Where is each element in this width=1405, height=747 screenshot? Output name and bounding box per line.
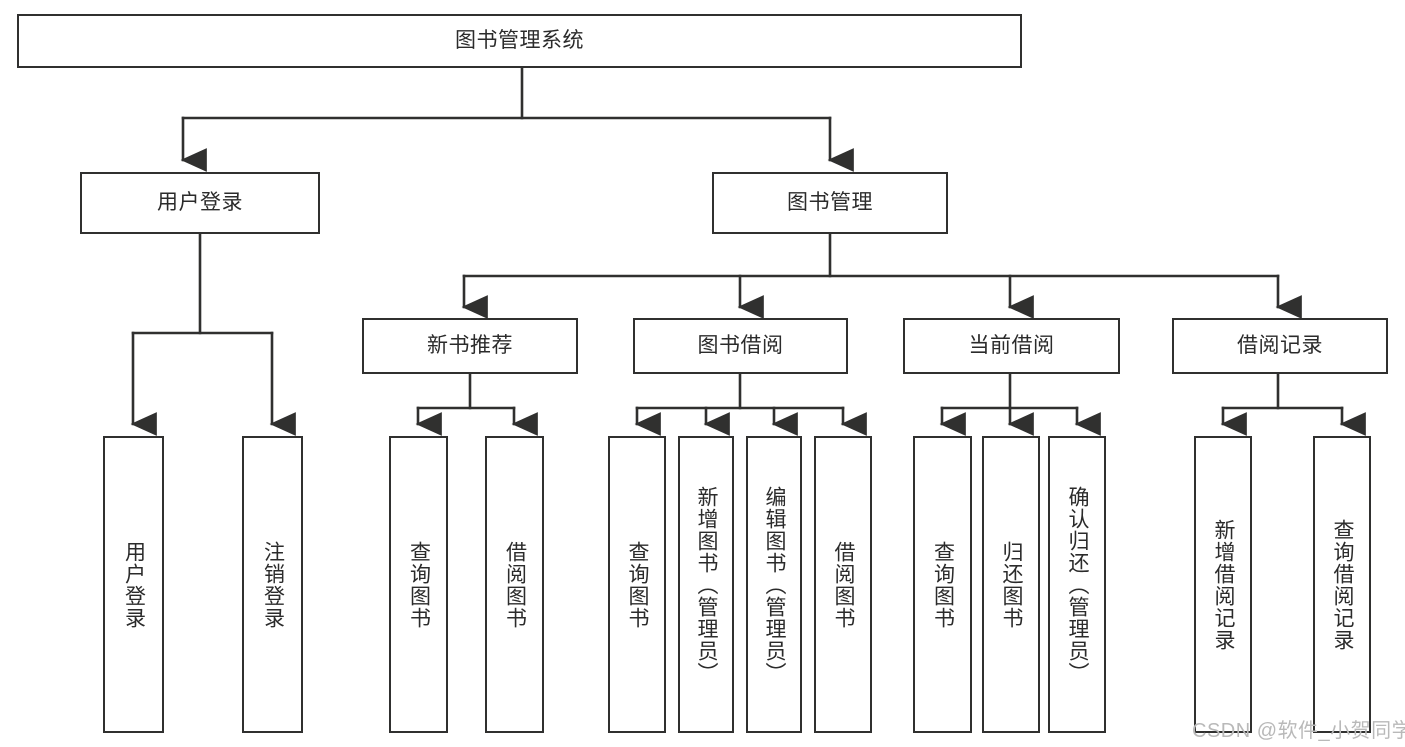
leaf-add-book-admin[interactable]: 新增图书（管理员） [678, 436, 734, 733]
leaf-return-book[interactable]: 归还图书 [982, 436, 1040, 733]
node-label: 编辑图书（管理员） [763, 485, 787, 684]
node-label: 查询图书 [626, 540, 650, 629]
node-label: 图书管理 [787, 190, 873, 214]
leaf-add-borrow-record[interactable]: 新增借阅记录 [1194, 436, 1252, 733]
node-label: 借阅记录 [1237, 333, 1323, 357]
node-new-book-recommend[interactable]: 新书推荐 [362, 318, 578, 374]
leaf-borrow-book[interactable]: 借阅图书 [814, 436, 872, 733]
leaf-confirm-return-admin[interactable]: 确认归还（管理员） [1048, 436, 1106, 733]
node-book-borrow[interactable]: 图书借阅 [633, 318, 848, 374]
node-label: 注销登录 [261, 540, 285, 629]
node-label: 查询图书 [407, 540, 431, 629]
node-label: 查询借阅记录 [1331, 518, 1355, 651]
leaf-query-book-recommend[interactable]: 查询图书 [389, 436, 448, 733]
node-label: 当前借阅 [968, 333, 1055, 357]
node-user-login[interactable]: 用户登录 [80, 172, 320, 234]
node-borrow-records[interactable]: 借阅记录 [1172, 318, 1388, 374]
node-label: 借阅图书 [503, 540, 527, 629]
leaf-query-borrow-record[interactable]: 查询借阅记录 [1313, 436, 1371, 733]
leaf-query-book-borrow[interactable]: 查询图书 [608, 436, 666, 733]
leaf-borrow-book-recommend[interactable]: 借阅图书 [485, 436, 544, 733]
node-label: 新增借阅记录 [1212, 518, 1236, 651]
node-label: 确认归还（管理员） [1066, 485, 1090, 684]
leaf-edit-book-admin[interactable]: 编辑图书（管理员） [746, 436, 802, 733]
node-label: 用户登录 [122, 540, 146, 629]
node-label: 归还图书 [1000, 540, 1024, 629]
leaf-logout[interactable]: 注销登录 [242, 436, 303, 733]
node-root-system[interactable]: 图书管理系统 [17, 14, 1022, 68]
leaf-query-book-current[interactable]: 查询图书 [913, 436, 972, 733]
node-label: 借阅图书 [832, 540, 856, 629]
node-book-management[interactable]: 图书管理 [712, 172, 948, 234]
node-label: 用户登录 [157, 190, 243, 214]
csdn-watermark: CSDN @软件_小贺同学 [1192, 720, 1405, 742]
node-label: 新书推荐 [427, 333, 513, 357]
leaf-user-login[interactable]: 用户登录 [103, 436, 164, 733]
node-current-borrow[interactable]: 当前借阅 [903, 318, 1120, 374]
node-label: 图书借阅 [697, 333, 784, 357]
node-label: 新增图书（管理员） [695, 485, 719, 684]
node-label: 图书管理系统 [455, 28, 584, 52]
node-label: 查询图书 [931, 540, 955, 629]
